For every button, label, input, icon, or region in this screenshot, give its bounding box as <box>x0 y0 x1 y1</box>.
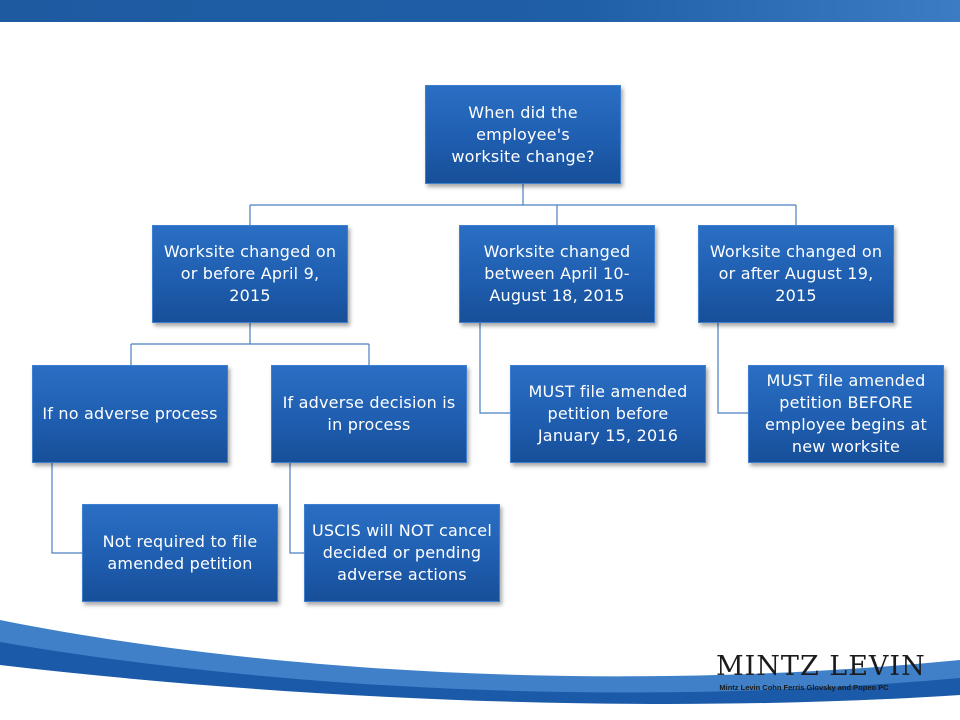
adverse-in-process-box: If adverse decision is in process <box>271 365 467 463</box>
not-required-box: Not required to file amended petition <box>82 504 278 602</box>
root-question-box: When did the employee's worksite change? <box>425 85 621 184</box>
worksite-before-april-box: Worksite changed on or before April 9, 2… <box>152 225 348 323</box>
logo-name: MINTZ LEVIN <box>716 651 926 682</box>
no-adverse-process-box: If no adverse process <box>32 365 228 463</box>
top-banner <box>0 0 960 22</box>
must-file-before-begins-box: MUST file amended petition BEFORE employ… <box>748 365 944 463</box>
bottom-wave <box>0 620 960 720</box>
worksite-between-box: Worksite changed between April 10- Augus… <box>459 225 655 323</box>
worksite-after-august-box: Worksite changed on or after August 19, … <box>698 225 894 323</box>
logo-subtitle: Mintz Levin Cohn Ferris Glovsky and Pope… <box>719 683 889 692</box>
uscis-not-cancel-box: USCIS will NOT cancel decided or pending… <box>304 504 500 602</box>
company-logo: MINTZ LEVIN Mintz Levin Cohn Ferris Glov… <box>716 651 926 693</box>
must-file-before-jan-box: MUST file amended petition before Januar… <box>510 365 706 463</box>
